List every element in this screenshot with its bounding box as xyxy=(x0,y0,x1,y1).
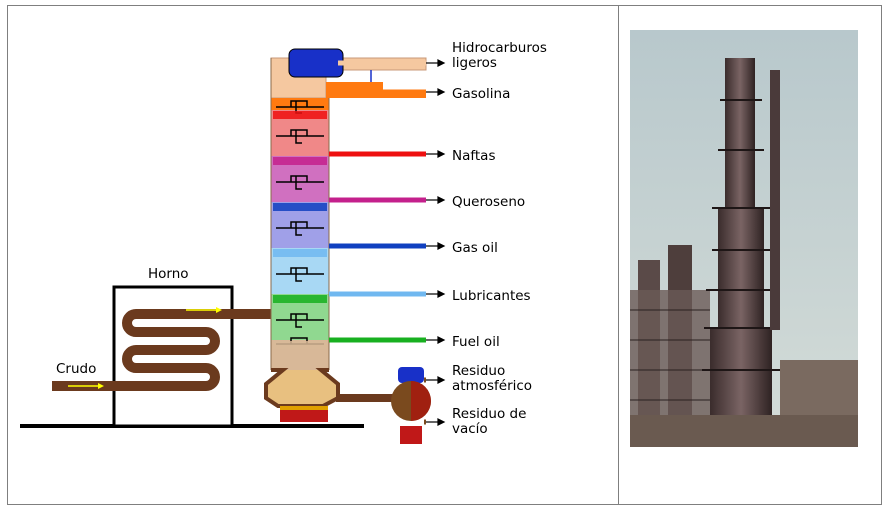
distillation-diagram: Horno Crudo xyxy=(20,40,547,444)
photo-main-tower-mid xyxy=(718,208,764,328)
output-label-residuo-atm-2: atmosférico xyxy=(452,378,532,394)
crude-flow-arrowhead xyxy=(98,383,104,389)
output-label-gasolina: Gasolina xyxy=(452,86,510,102)
furnace-coil xyxy=(122,309,276,391)
output-label-residuo-vacio-2: vacío xyxy=(452,421,488,437)
furnace-flow-arrowhead xyxy=(216,307,222,313)
output-label-ligeros: ligeros xyxy=(452,55,497,71)
output-label-queroseno: Queroseno xyxy=(452,194,525,210)
refinery-photo xyxy=(630,30,858,447)
table-frame xyxy=(7,5,882,505)
output-label-residuo-vacio-1: Residuo de xyxy=(452,406,526,422)
column-base-band xyxy=(280,406,328,410)
condenser xyxy=(288,48,344,78)
photo-right-stack xyxy=(770,70,780,330)
column-section-gasolina xyxy=(271,98,329,110)
vacuum-unit-shade xyxy=(411,381,431,421)
vacuum-unit-top xyxy=(398,367,424,383)
output-label-fuel-oil: Fuel oil xyxy=(452,334,500,350)
vacuum-unit-bottom xyxy=(400,426,422,444)
output-label-naftas: Naftas xyxy=(452,148,496,164)
column-froth xyxy=(273,111,327,349)
photo-main-tower-top xyxy=(725,58,755,208)
photo-ground xyxy=(630,415,858,447)
column-outline xyxy=(270,58,330,370)
furnace-label: Horno xyxy=(148,266,189,282)
output-label-gas-oil: Gas oil xyxy=(452,240,498,256)
output-pipes xyxy=(329,60,426,425)
photo-tower-platforms xyxy=(702,99,782,371)
photo-scaffold xyxy=(630,309,710,401)
table-divider xyxy=(618,5,619,505)
output-label-lubricantes: Lubricantes xyxy=(452,288,531,304)
output-label-hidrocarburos: Hidrocarburos xyxy=(452,40,547,56)
crude-label: Crudo xyxy=(56,361,96,377)
output-arrows xyxy=(426,59,446,426)
output-label-residuo-atm-1: Residuo xyxy=(452,363,505,379)
column-bottom xyxy=(264,368,340,408)
